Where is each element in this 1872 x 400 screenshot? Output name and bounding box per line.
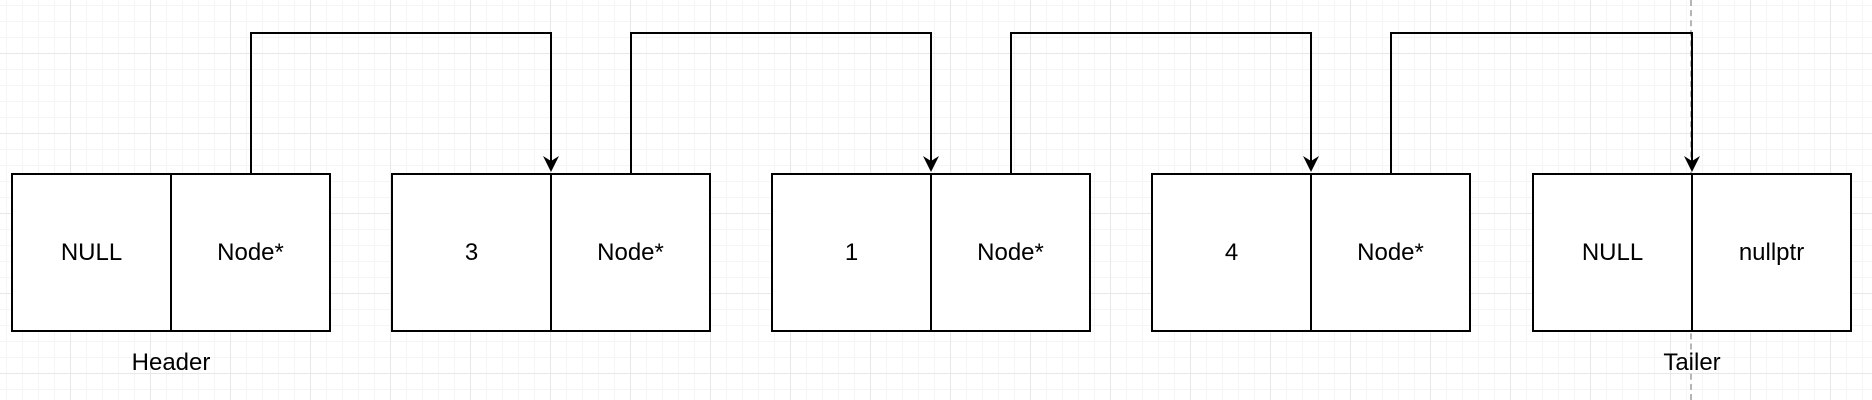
node-caption-header[interactable]: Header [131,349,211,376]
node-pointer: Node* [1357,238,1424,266]
node-value: 1 [844,238,859,266]
pointer-arrow[interactable] [1390,32,1700,173]
node-caption-tailer[interactable]: Tailer [1663,349,1721,376]
node-pointer: Node* [597,238,664,266]
node-value-cell: 1 [773,175,932,330]
pointer-arrow[interactable] [630,32,939,173]
node-pointer-cell: Node* [1312,175,1469,330]
node-pointer: Node* [977,238,1044,266]
arrowhead [1684,156,1700,172]
node-pointer-cell: Node* [932,175,1089,330]
node-value: NULL [1581,238,1644,266]
node-pointer-cell: Node* [552,175,709,330]
node-pointer: Node* [217,238,284,266]
list-node-1[interactable]: 3 Node* [391,173,711,332]
arrowhead [923,156,939,172]
list-node-header[interactable]: NULL Node* [11,173,331,332]
list-node-2[interactable]: 1 Node* [771,173,1091,332]
node-pointer-cell: Node* [172,175,329,330]
pointer-arrow[interactable] [250,32,559,173]
node-value: 3 [464,238,479,266]
arrowhead [1303,156,1319,172]
list-node-3[interactable]: 4 Node* [1151,173,1471,332]
arrowhead [543,156,559,172]
node-value: NULL [60,238,123,266]
node-value-cell: NULL [1534,175,1693,330]
node-value: 4 [1224,238,1239,266]
node-pointer: nullptr [1738,238,1805,266]
list-node-tailer[interactable]: NULL nullptr [1532,173,1852,332]
pointer-arrow[interactable] [1010,32,1319,173]
node-value-cell: 3 [393,175,552,330]
node-pointer-cell: nullptr [1693,175,1850,330]
node-value-cell: 4 [1153,175,1312,330]
node-value-cell: NULL [13,175,172,330]
